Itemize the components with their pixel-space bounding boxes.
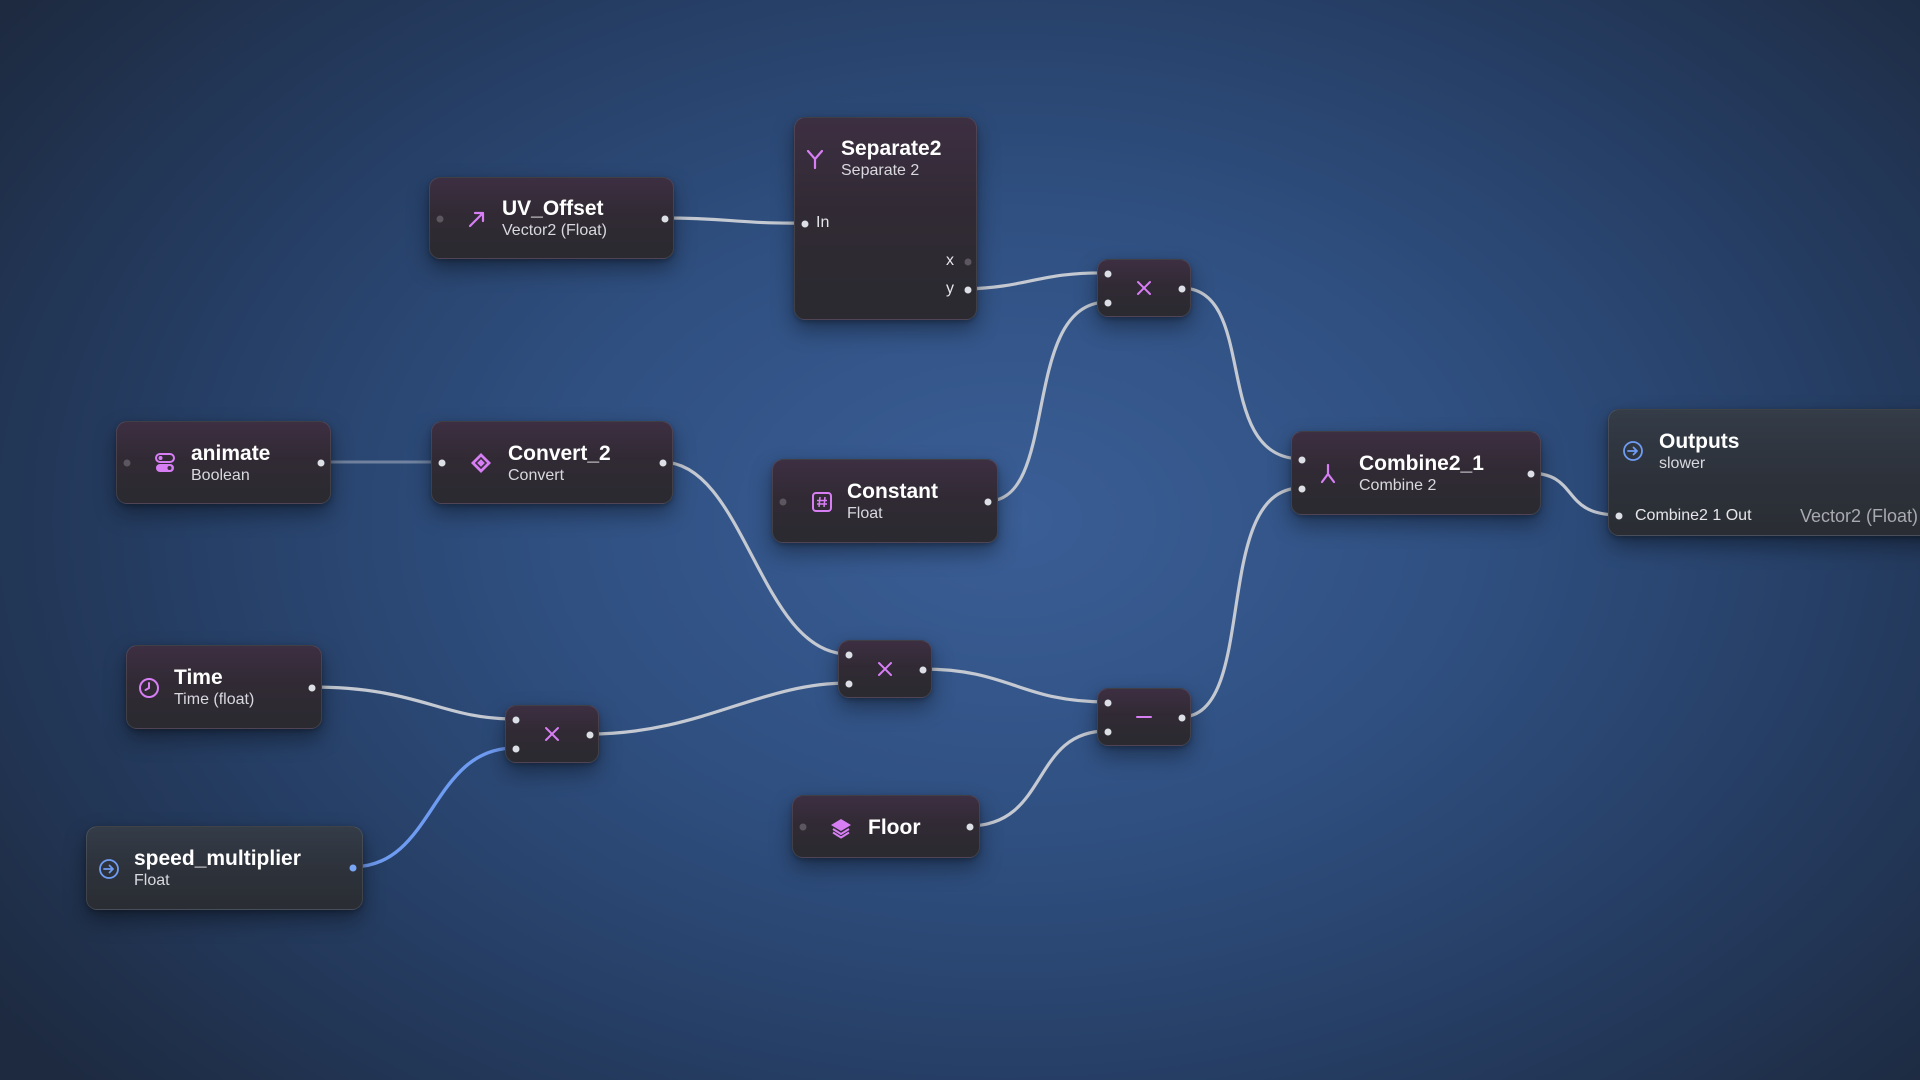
node-title: speed_multiplier bbox=[134, 847, 301, 870]
toggle-icon bbox=[153, 451, 177, 475]
input-port-b[interactable] bbox=[1104, 299, 1112, 307]
input-port-b[interactable] bbox=[845, 680, 853, 688]
output-port[interactable] bbox=[317, 459, 325, 467]
node-multiply-3[interactable] bbox=[505, 705, 599, 763]
node-time[interactable]: Time Time (float) bbox=[126, 645, 322, 729]
node-multiply-2[interactable] bbox=[838, 640, 932, 698]
output-port[interactable] bbox=[919, 666, 927, 674]
subtract-icon bbox=[1098, 689, 1190, 745]
node-title: Convert_2 bbox=[508, 442, 611, 465]
port-label-x: x bbox=[946, 252, 954, 269]
input-port-in[interactable] bbox=[801, 220, 809, 228]
multiply-icon bbox=[506, 706, 598, 762]
wire-constant-multiply[interactable] bbox=[986, 300, 1109, 503]
output-port[interactable] bbox=[349, 864, 357, 872]
node-speed-multiplier[interactable]: speed_multiplier Float bbox=[86, 826, 363, 910]
arrow-circle-icon bbox=[1621, 439, 1645, 463]
node-constant[interactable]: Constant Float bbox=[772, 459, 998, 543]
wire-combine-outputs[interactable] bbox=[1527, 471, 1620, 517]
arrow-circle-icon bbox=[97, 857, 121, 881]
node-subtitle: Vector2 (Float) bbox=[502, 222, 607, 239]
input-port-a[interactable] bbox=[1104, 270, 1112, 278]
wire-subtract-combine[interactable] bbox=[1179, 486, 1303, 719]
output-port[interactable] bbox=[659, 459, 667, 467]
node-uv-offset[interactable]: UV_Offset Vector2 (Float) bbox=[429, 177, 674, 259]
port-type: Vector2 (Float) bbox=[1800, 506, 1919, 526]
clock-icon bbox=[137, 676, 161, 700]
wire-time-multiply[interactable] bbox=[309, 685, 517, 721]
multiply-icon bbox=[839, 641, 931, 697]
input-port[interactable] bbox=[438, 459, 446, 467]
output-port-x[interactable] bbox=[964, 258, 972, 266]
node-title: Constant bbox=[847, 480, 938, 503]
input-port-b[interactable] bbox=[1298, 485, 1306, 493]
input-port[interactable] bbox=[1615, 512, 1623, 520]
output-port[interactable] bbox=[586, 731, 594, 739]
node-separate2[interactable]: Separate2 Separate 2 In x y bbox=[794, 117, 977, 320]
output-port[interactable] bbox=[661, 215, 669, 223]
input-port-a[interactable] bbox=[512, 716, 520, 724]
wire-separate-y-multiply[interactable] bbox=[965, 271, 1109, 291]
input-port-b[interactable] bbox=[512, 745, 520, 753]
node-subtitle: Float bbox=[847, 505, 883, 522]
merge-icon bbox=[1316, 462, 1340, 486]
node-subtitle: Convert bbox=[508, 467, 565, 484]
wire-multiply-combine[interactable] bbox=[1179, 286, 1303, 461]
node-multiply-1[interactable] bbox=[1097, 259, 1191, 317]
wire-multiply-multiply[interactable] bbox=[587, 681, 850, 736]
node-subtitle: Time (float) bbox=[174, 691, 255, 708]
node-subtitle: Float bbox=[134, 872, 170, 889]
input-port[interactable] bbox=[123, 459, 131, 467]
node-title: UV_Offset bbox=[502, 197, 604, 220]
node-title: Outputs bbox=[1659, 430, 1740, 453]
output-port[interactable] bbox=[308, 684, 316, 692]
multiply-icon bbox=[1098, 260, 1190, 316]
node-floor[interactable]: Floor bbox=[792, 795, 980, 858]
node-title: animate bbox=[191, 442, 271, 465]
node-title: Combine2_1 bbox=[1359, 452, 1484, 475]
arrow-diagonal-icon bbox=[465, 207, 489, 231]
node-subtitle: slower bbox=[1659, 455, 1706, 472]
hash-icon bbox=[810, 490, 834, 514]
input-port[interactable] bbox=[436, 215, 444, 223]
output-port[interactable] bbox=[1178, 285, 1186, 293]
node-subtitle: Combine 2 bbox=[1359, 477, 1437, 494]
node-convert-2[interactable]: Convert_2 Convert bbox=[431, 421, 673, 504]
node-title: Floor bbox=[868, 816, 921, 839]
node-combine2-1[interactable]: Combine2_1 Combine 2 bbox=[1291, 431, 1541, 515]
node-title: Time bbox=[174, 666, 223, 689]
port-label-combine2-1-out: Combine2 1 Out bbox=[1635, 507, 1752, 524]
input-port-a[interactable] bbox=[1104, 699, 1112, 707]
wire-convert-multiply[interactable] bbox=[660, 460, 850, 656]
output-port-y[interactable] bbox=[964, 286, 972, 294]
node-subtract-1[interactable] bbox=[1097, 688, 1191, 746]
node-animate[interactable]: animate Boolean bbox=[116, 421, 331, 504]
output-port[interactable] bbox=[984, 498, 992, 506]
wire-floor-subtract[interactable] bbox=[966, 729, 1109, 828]
output-port[interactable] bbox=[1178, 714, 1186, 722]
node-subtitle: Boolean bbox=[191, 467, 250, 484]
port-label-in: In bbox=[816, 214, 830, 231]
wire-uvoffset-separate[interactable] bbox=[662, 216, 806, 225]
port-label-y: y bbox=[946, 280, 954, 297]
node-subtitle: Separate 2 bbox=[841, 162, 920, 179]
input-port-a[interactable] bbox=[1298, 456, 1306, 464]
input-port-a[interactable] bbox=[845, 651, 853, 659]
input-port[interactable] bbox=[799, 823, 807, 831]
layers-icon bbox=[829, 816, 853, 840]
output-port[interactable] bbox=[1527, 470, 1535, 478]
node-title: Separate2 bbox=[841, 137, 942, 160]
output-port[interactable] bbox=[966, 823, 974, 831]
input-port-b[interactable] bbox=[1104, 728, 1112, 736]
wire-speed-multiply[interactable] bbox=[350, 746, 517, 869]
input-port[interactable] bbox=[779, 498, 787, 506]
split-icon bbox=[803, 147, 827, 171]
diamond-icon bbox=[469, 451, 493, 475]
wire-multiply-subtract[interactable] bbox=[920, 667, 1109, 704]
node-outputs[interactable]: Outputs slower Combine2 1 Out Vector2 (F… bbox=[1608, 409, 1920, 536]
